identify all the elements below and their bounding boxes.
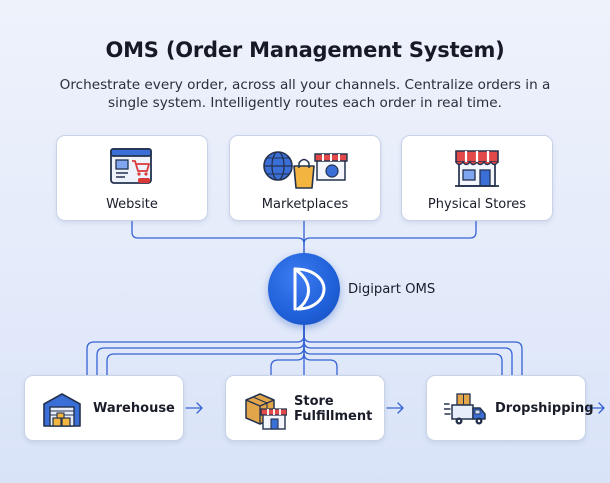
source-card-website[interactable]: Website — [56, 135, 208, 221]
connector-out-8 — [303, 324, 338, 376]
box-store-icon — [245, 393, 287, 430]
dest-label-store-fulfillment-line2: Fulfillment — [294, 409, 373, 424]
page-title: OMS (Order Management System) — [105, 38, 505, 62]
oms-hub[interactable] — [268, 253, 340, 325]
dest-card-dropshipping[interactable]: Dropshipping — [426, 375, 594, 441]
source-card-physical-stores[interactable]: Physical Stores — [401, 135, 553, 221]
connector-physical-stores — [303, 220, 477, 245]
warehouse-icon — [43, 393, 81, 427]
connector-out-4 — [303, 324, 513, 376]
dest-card-store-fulfillment[interactable]: Store Fulfillment — [225, 375, 385, 441]
connector-out-7 — [270, 324, 305, 376]
dest-label-dropshipping: Dropshipping — [495, 401, 594, 416]
storefront-icon — [455, 150, 499, 187]
arrow-dropshipping — [587, 402, 605, 414]
website-cart-icon — [110, 148, 152, 184]
globe-bag-store-icon — [263, 151, 348, 189]
source-label-website: Website — [106, 197, 158, 212]
connector-out-6 — [303, 324, 503, 376]
connector-website — [131, 220, 305, 254]
source-label-marketplaces: Marketplaces — [261, 197, 349, 212]
connector-out-3 — [96, 324, 305, 376]
dest-label-store-fulfillment-line1: Store — [294, 394, 334, 409]
arrow-warehouse — [185, 402, 203, 414]
delivery-truck-icon — [444, 393, 486, 425]
dest-label-warehouse: Warehouse — [93, 401, 175, 416]
oms-hub-label: Digipart OMS — [348, 282, 436, 297]
dest-label-store-fulfillment: Store Fulfillment — [294, 394, 384, 424]
source-label-physical-stores: Physical Stores — [427, 197, 527, 212]
connector-out-5 — [106, 324, 305, 376]
dest-card-warehouse[interactable]: Warehouse — [24, 375, 184, 441]
arrow-store-fulfillment — [386, 402, 404, 414]
source-card-marketplaces[interactable]: Marketplaces — [229, 135, 381, 221]
digipart-logo-icon — [293, 267, 326, 311]
page-subtitle: Orchestrate every order, across all your… — [59, 77, 551, 111]
